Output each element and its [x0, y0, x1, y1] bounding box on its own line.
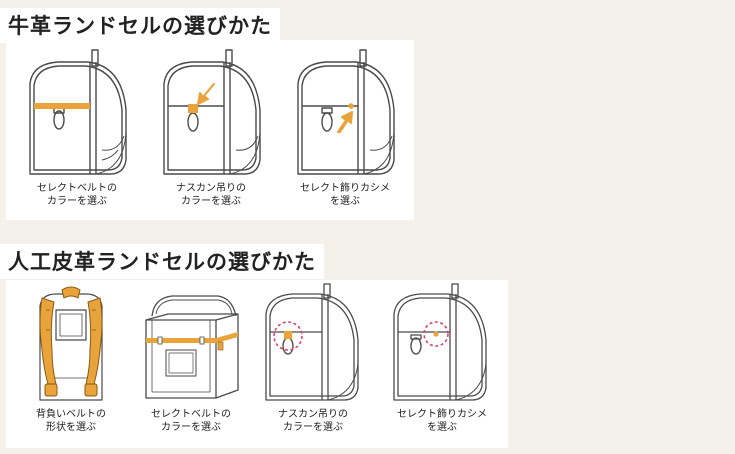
randoseru-back-straps-icon	[39, 286, 103, 401]
randoseru-side-kashime-circle-icon	[393, 283, 487, 401]
section-title-synthetic: 人工皮革ランドセルの選びかた	[0, 244, 324, 279]
option-kashime-synthetic[interactable]: セレクト飾りカシメ を選ぶ	[380, 280, 504, 448]
option-kashime[interactable]: セレクト飾りカシメ を選ぶ	[282, 40, 408, 220]
caption-line-1: 背負いベルトの	[36, 409, 106, 420]
leather-options-panel: セレクトベルトの カラーを選ぶ ナスカン吊りの カラーを選ぶ	[6, 40, 414, 220]
randoseru-side-kashime-icon	[297, 49, 395, 175]
caption-line-2: カラーを選ぶ	[47, 196, 107, 207]
option-caption: セレクトベルトの カラーを選ぶ	[14, 182, 140, 208]
option-caption: ナスカン吊りの カラーを選ぶ	[148, 182, 274, 208]
randoseru-side-belt-icon	[29, 49, 127, 175]
caption-line-2: 形状を選ぶ	[46, 422, 96, 433]
caption-line-1: ナスカン吊りの	[176, 183, 246, 194]
randoseru-open-belt-icon	[145, 295, 239, 399]
synthetic-options-panel: 背負いベルトの 形状を選ぶ セレクトベルトの カラーを選ぶ	[6, 280, 508, 448]
caption-line-1: セレクト飾りカシメ	[300, 183, 390, 194]
option-nasukan-color[interactable]: ナスカン吊りの カラーを選ぶ	[148, 40, 274, 220]
caption-line-1: ナスカン吊りの	[278, 409, 348, 420]
section-title-leather: 牛革ランドセルの選びかた	[0, 8, 280, 43]
option-caption: 背負いベルトの 形状を選ぶ	[12, 408, 130, 434]
caption-line-2: を選ぶ	[330, 196, 360, 207]
caption-line-2: カラーを選ぶ	[161, 422, 221, 433]
caption-line-2: を選ぶ	[427, 422, 457, 433]
option-caption: セレクトベルトの カラーを選ぶ	[132, 408, 250, 434]
caption-line-1: セレクトベルトの	[151, 409, 231, 420]
option-caption: ナスカン吊りの カラーを選ぶ	[254, 408, 372, 434]
option-select-belt-color-synthetic[interactable]: セレクトベルトの カラーを選ぶ	[132, 280, 250, 448]
caption-line-1: セレクト飾りカシメ	[397, 409, 487, 420]
randoseru-side-nasukan-circle-icon	[265, 283, 359, 401]
option-back-strap-shape[interactable]: 背負いベルトの 形状を選ぶ	[12, 280, 130, 448]
option-caption: セレクト飾りカシメ を選ぶ	[380, 408, 504, 434]
caption-line-2: カラーを選ぶ	[181, 196, 241, 207]
option-caption: セレクト飾りカシメ を選ぶ	[282, 182, 408, 208]
caption-line-1: セレクトベルトの	[37, 183, 117, 194]
option-nasukan-color-synthetic[interactable]: ナスカン吊りの カラーを選ぶ	[254, 280, 372, 448]
caption-line-2: カラーを選ぶ	[283, 422, 343, 433]
randoseru-side-nasukan-icon	[163, 49, 261, 175]
option-select-belt-color[interactable]: セレクトベルトの カラーを選ぶ	[14, 40, 140, 220]
